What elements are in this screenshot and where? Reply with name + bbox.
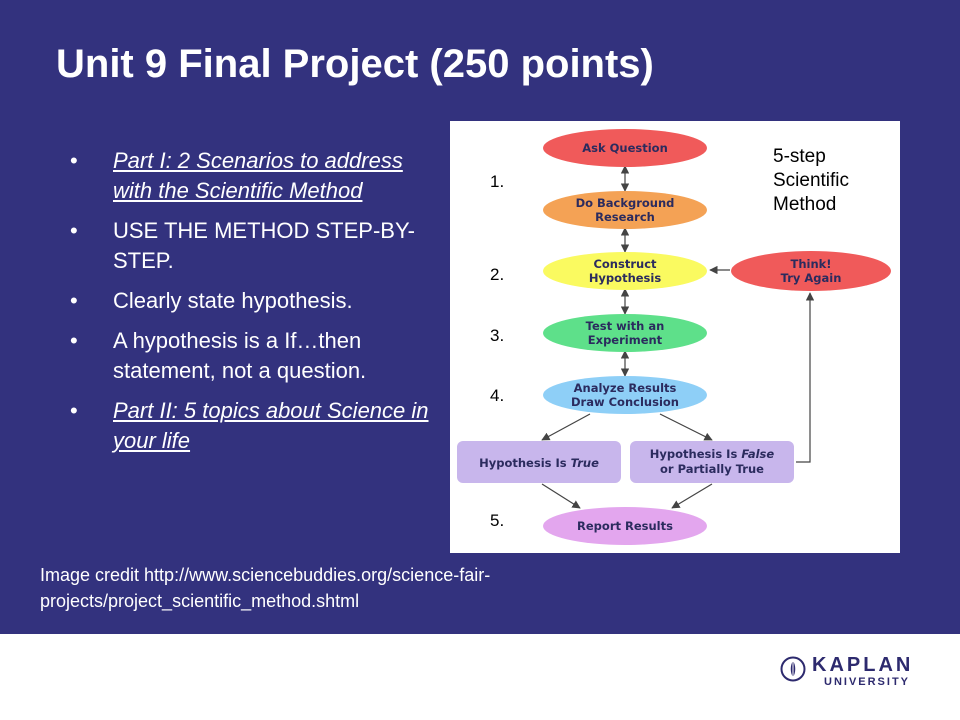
logo-subtitle: UNIVERSITY <box>824 676 911 688</box>
arrow-false-think <box>796 292 815 463</box>
bullet-text: A hypothesis is a If…then statement, not… <box>113 328 367 383</box>
node-background-research: Do Background Research <box>543 191 707 229</box>
construct-hypothesis-shape <box>543 252 707 290</box>
node-report-results: Report Results <box>543 507 707 545</box>
node-hypothesis-false: Hypothesis Is False or Partially True <box>630 441 794 483</box>
think-try-again-label: Think! <box>790 257 831 271</box>
arrow-false-report <box>671 483 713 509</box>
bullet-dot: • <box>70 288 78 313</box>
step-label-3: 3. <box>490 326 505 345</box>
hypothesis-true-text: Hypothesis Is <box>479 456 571 470</box>
analyze-results-label: Analyze Results <box>574 381 677 395</box>
background-research-label: Research <box>595 210 655 224</box>
analyze-results-label: Draw Conclusion <box>571 395 679 409</box>
image-credit: Image credit http://www.sciencebuddies.o… <box>40 565 491 611</box>
hypothesis-false-label: Hypothesis Is False <box>650 447 775 461</box>
hypothesis-false-text: Hypothesis Is <box>650 447 742 461</box>
ask-question-label: Ask Question <box>582 141 668 155</box>
construct-hypothesis-label: Construct <box>593 257 657 271</box>
kaplan-university-logo: KAPLAN UNIVERSITY <box>780 652 920 696</box>
slide-title: Unit 9 Final Project (250 points) <box>56 42 654 86</box>
bullet-link-part-two[interactable]: Part II: 5 topics about Science in your … <box>113 398 429 453</box>
report-results-label: Report Results <box>577 519 673 533</box>
bullet-item: • Part II: 5 topics about Science in your… <box>70 396 440 456</box>
bullet-item: • USE THE METHOD STEP-BY-STEP. <box>70 216 440 276</box>
bullet-dot: • <box>70 398 78 423</box>
node-test-experiment: Test with an Experiment <box>543 314 707 352</box>
hypothesis-false-emphasis: False <box>741 447 774 461</box>
background-research-shape <box>543 191 707 229</box>
node-construct-hypothesis: Construct Hypothesis <box>543 252 707 290</box>
bullet-item: • A hypothesis is a If…then statement, no… <box>70 326 440 386</box>
bullet-link-part-one[interactable]: Part I: 2 Scenarios to address with the … <box>113 148 403 203</box>
bullet-dot: • <box>70 328 78 353</box>
arrow-analyze-false <box>659 413 713 441</box>
bullet-list: • Part I: 2 Scenarios to address with the… <box>70 146 440 466</box>
diagram-caption: 5-step Scientific Method <box>773 146 850 215</box>
step-label-1: 1. <box>490 172 505 191</box>
background-research-label: Do Background <box>576 196 675 210</box>
ask-question-shape <box>543 129 707 167</box>
hypothesis-true-label: Hypothesis Is True <box>479 456 599 470</box>
node-analyze-results: Analyze Results Draw Conclusion <box>543 376 707 414</box>
step-label-2: 2. <box>490 265 505 284</box>
step-label-5: 5. <box>490 511 505 530</box>
kaplan-seal-icon <box>780 656 806 682</box>
scientific-method-diagram: Ask Question Do Background Research Cons… <box>450 121 900 553</box>
step-label-4: 4. <box>490 386 505 405</box>
hypothesis-false-label-line2: or Partially True <box>660 462 764 476</box>
think-try-again-label: Try Again <box>781 271 842 285</box>
arrow-analyze-true <box>541 413 591 441</box>
bullet-dot: • <box>70 148 78 173</box>
bullet-text: USE THE METHOD STEP-BY-STEP. <box>113 218 415 273</box>
bullet-item: • Clearly state hypothesis. <box>70 286 440 316</box>
node-ask-question: Ask Question <box>543 129 707 167</box>
hypothesis-true-shape <box>457 441 621 483</box>
bullet-dot: • <box>70 218 78 243</box>
node-think-try-again: Think! Try Again <box>731 251 891 291</box>
report-results-shape <box>543 507 707 545</box>
construct-hypothesis-label: Hypothesis <box>589 271 662 285</box>
test-experiment-label: Experiment <box>588 333 663 347</box>
hypothesis-true-emphasis: True <box>571 456 599 470</box>
bullet-text: Clearly state hypothesis. <box>113 288 353 313</box>
node-hypothesis-true: Hypothesis Is True <box>457 441 621 483</box>
logo-wordmark: KAPLAN <box>812 654 914 676</box>
test-experiment-label: Test with an <box>586 319 665 333</box>
hypothesis-false-shape <box>630 441 794 483</box>
test-experiment-shape <box>543 314 707 352</box>
arrow-true-report <box>541 483 581 509</box>
flowchart-canvas: Ask Question Do Background Research Cons… <box>457 129 891 545</box>
bullet-item: • Part I: 2 Scenarios to address with the… <box>70 146 440 206</box>
think-try-again-shape <box>731 251 891 291</box>
analyze-results-shape <box>543 376 707 414</box>
